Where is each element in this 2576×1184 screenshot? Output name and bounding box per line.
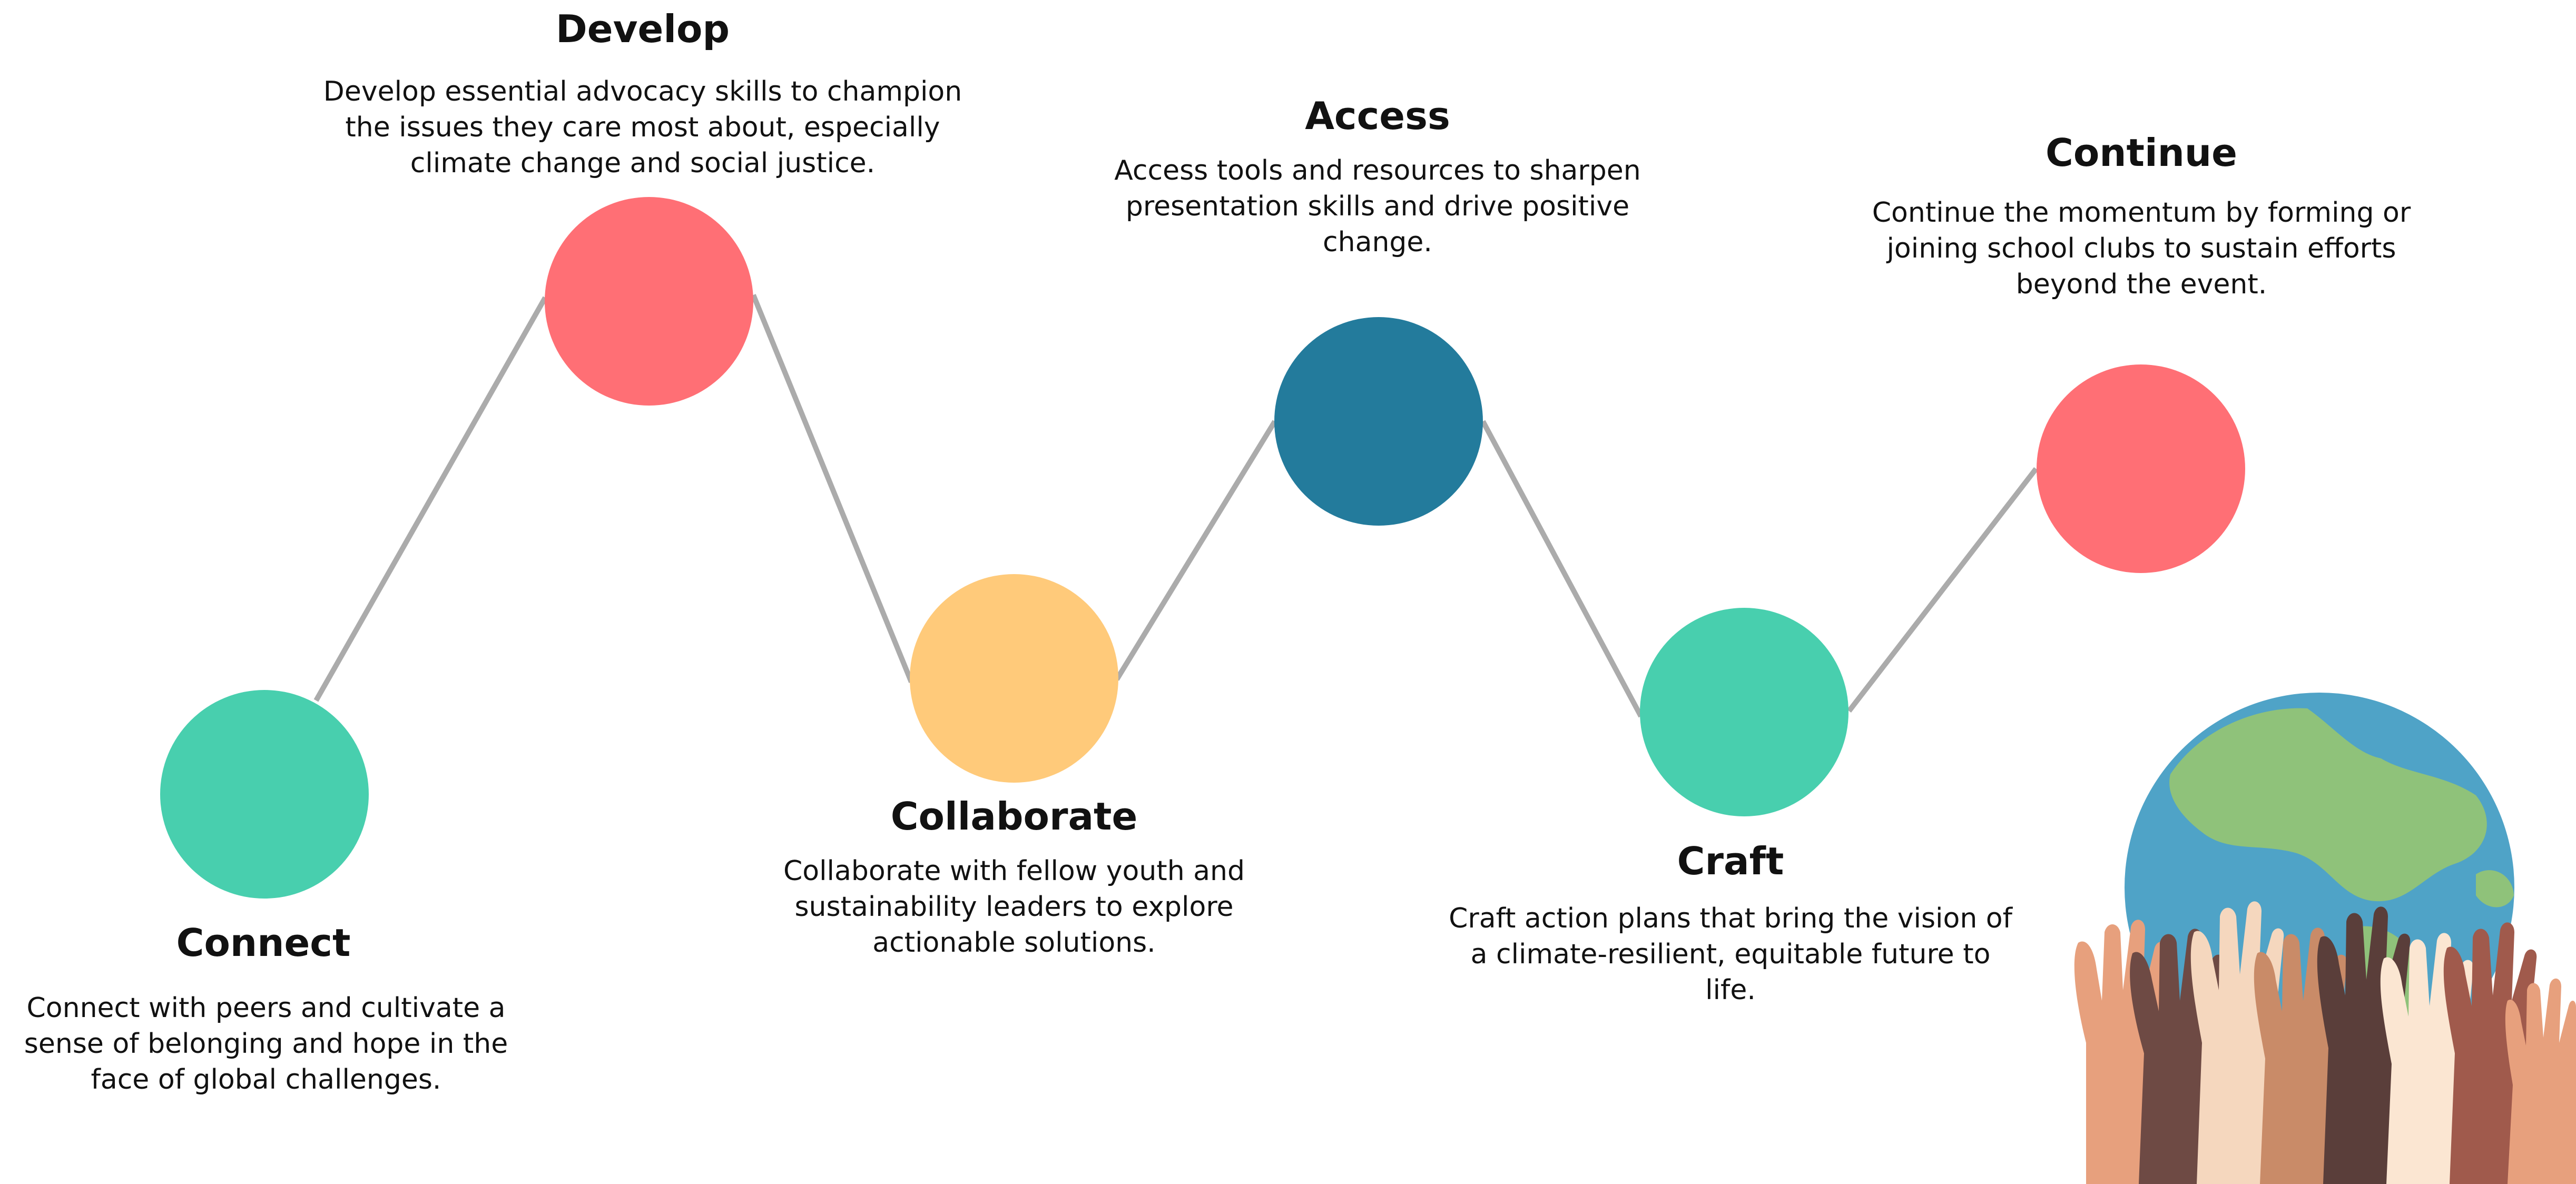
connector-lines <box>313 294 2038 718</box>
milestone-circle-access <box>1274 317 1483 526</box>
connector-line <box>1114 420 1277 681</box>
milestone-circle-continue <box>2037 364 2245 573</box>
connector-line <box>751 294 914 683</box>
raised-hands-icon <box>2074 901 2576 1184</box>
step-title-access: Access <box>1305 94 1450 138</box>
connector-line <box>313 296 548 702</box>
step-title-develop: Develop <box>555 7 730 51</box>
step-description-develop: Develop essential advocacy skills to cha… <box>323 76 962 179</box>
step-description-collaborate: Collaborate with fellow youth and sustai… <box>783 855 1245 959</box>
step-title-collaborate: Collaborate <box>890 794 1138 838</box>
step-description-connect: Connect with peers and cultivate a sense… <box>24 992 508 1096</box>
milestone-circle-develop <box>545 197 753 406</box>
connector-line <box>1480 420 1644 718</box>
step-title-craft: Craft <box>1677 839 1784 883</box>
milestone-circle-connect <box>160 690 369 899</box>
step-description-access: Access tools and resources to sharpen pr… <box>1114 155 1641 258</box>
step-description-continue: Continue the momentum by forming or join… <box>1872 197 2411 300</box>
step-description-craft: Craft action plans that bring the vision… <box>1449 903 2012 1006</box>
connector-line <box>1847 467 2038 713</box>
milestone-circle-craft <box>1640 608 1849 816</box>
milestone-circle-collaborate <box>910 574 1118 783</box>
step-title-connect: Connect <box>176 921 351 965</box>
step-title-continue: Continue <box>2045 131 2237 175</box>
